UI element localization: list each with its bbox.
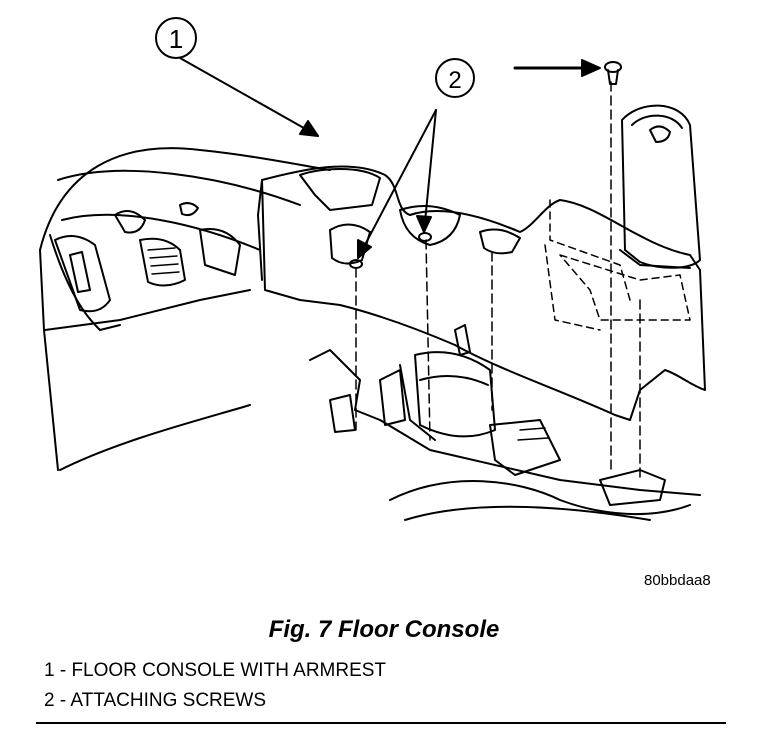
instrument-panel (39, 147, 331, 471)
attaching-screw-top (604, 61, 622, 85)
legend-item-floor-console: 1 - FLOOR CONSOLE WITH ARMREST (44, 660, 387, 681)
shifter-assembly (379, 324, 561, 476)
floor-console-illustration: 1 2 (39, 17, 706, 521)
screw-pointer-arrow (513, 59, 601, 77)
legend-item-attaching-screws: 2 - ATTACHING SCREWS (44, 690, 267, 711)
figure-caption: Fig. 7 Floor Console (268, 616, 500, 643)
attaching-screw-front-right (418, 232, 432, 242)
figure-code: 80bbdaa8 (644, 572, 711, 589)
floor-bracket (309, 349, 701, 521)
callout-1 (155, 17, 319, 137)
callout-2-label: 2 (448, 67, 461, 94)
screw-centerlines (355, 81, 641, 481)
armrest (619, 104, 701, 269)
callout-1-label: 1 (169, 24, 183, 54)
attaching-screw-front-left (349, 259, 363, 269)
callout-2 (357, 58, 475, 259)
bottom-rule (36, 722, 726, 724)
